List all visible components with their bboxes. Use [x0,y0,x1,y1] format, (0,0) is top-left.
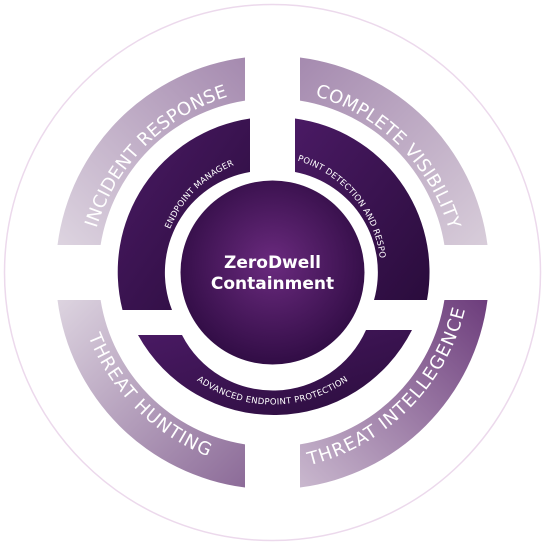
segment-incident-response [57,57,245,245]
segment-endpoint-detection-response [295,118,430,300]
segment-threat-intelligence [300,300,488,488]
center-circle [180,180,365,365]
segment-endpoint-manager [117,118,250,310]
segment-complete-visibility [300,57,488,245]
center-title-line2: Containment [211,274,334,294]
outer-outline-circle [3,3,542,542]
segment-threat-hunting [57,300,245,488]
segment-advanced-endpoint-protection [138,330,412,416]
center-title-line1: ZeroDwell [224,253,321,273]
